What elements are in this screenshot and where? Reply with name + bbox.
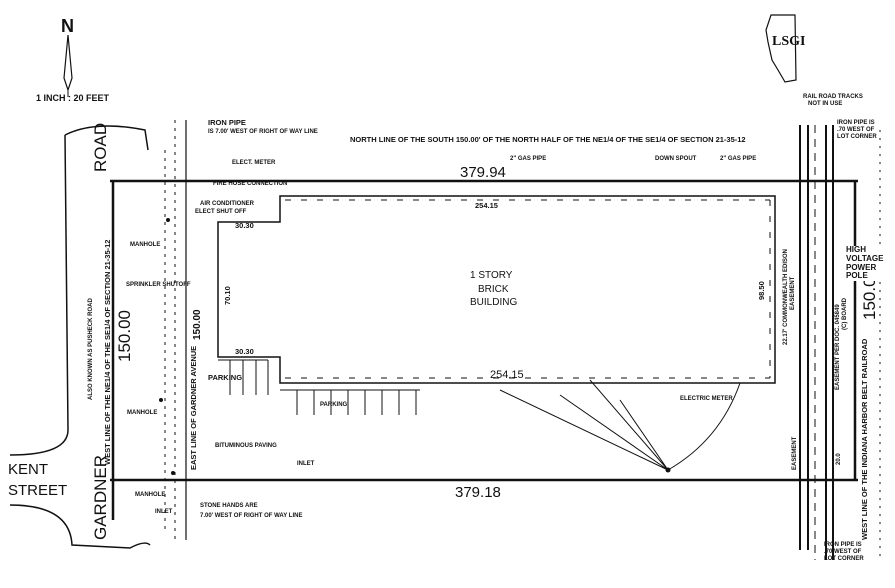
building-north-dimension: 254.15 — [475, 201, 498, 210]
iron-pipe-note: IRON PIPE — [208, 118, 246, 127]
stone-note: 7.00' WEST OF RIGHT OF WAY LINE — [200, 513, 302, 519]
railroad-note: RAIL ROAD TRACKS — [803, 94, 863, 100]
road-label: ROAD — [91, 123, 110, 172]
lsgi-logo: LSGI — [765, 14, 805, 83]
easement-note: 20.0 — [836, 453, 842, 465]
electric-lines — [667, 382, 741, 471]
property-boundary — [110, 179, 858, 520]
building-label: BRICK — [478, 284, 509, 295]
elect-meter-note: ELECT. METER — [232, 160, 276, 166]
building-east-dimension: 98.50 — [757, 281, 766, 300]
fire-hose-note: FIRE HOSE CONNECTION — [213, 181, 287, 187]
scale-label: 1 INCH : 20 FEET — [36, 93, 110, 103]
easement-note: EASEMENT — [792, 436, 798, 470]
building-south-dimension: 254.15 — [490, 369, 524, 381]
gas-pipe-note: 2" GAS PIPE — [510, 156, 546, 162]
easement-note: EASEMENT PER DOC. 045849 — [835, 304, 841, 390]
iron-pipe-note: LOT CORNER — [837, 134, 877, 140]
iron-pipe-note: IRON PIPE IS — [837, 120, 875, 126]
parking-label: PARKING — [208, 373, 242, 382]
west-dimension: 150.00 — [115, 310, 134, 362]
iron-pipe-note: .70 WEST OF — [824, 549, 862, 555]
parking-stalls — [218, 359, 420, 415]
manhole-point — [171, 471, 175, 475]
sprinkler-note: SPRINKLER SHUTOFF — [126, 282, 191, 288]
manhole-note: MANHOLE — [127, 410, 157, 416]
manhole-note: MANHOLE — [130, 242, 160, 248]
iron-pipe-note: LOT CORNER — [824, 556, 864, 562]
railroad-tracks — [799, 125, 881, 560]
manhole-point — [166, 218, 170, 222]
north-line-label: NORTH LINE OF THE SOUTH 150.00' OF THE N… — [350, 135, 746, 144]
easement-note: EASEMENT — [790, 276, 796, 310]
easement-note: 22.17' COMMONWEALTH EDISON — [783, 249, 789, 345]
building-label: BUILDING — [470, 297, 517, 308]
power-pole-note: HIGH VOLTAGE POWER POLE — [846, 245, 893, 282]
north-arrow-icon: N — [61, 16, 74, 97]
electric-meter-note: ELECTRIC METER — [680, 396, 733, 402]
air-conditioner-note: AIR CONDITIONER — [200, 201, 255, 207]
building-dimension: 70.10 — [223, 286, 232, 305]
railroad-line-label: WEST LINE OF THE INDIANA HARBOR BELT RAI… — [860, 338, 869, 540]
west-line-label: WEST LINE OF THE NE1/4 OF THE SE1/4 OF S… — [103, 240, 112, 465]
east-gardner-label: EAST LINE OF GARDNER AVENUE — [189, 346, 198, 470]
aka-label: ALSO KNOWN AS PUSHECK ROAD — [88, 298, 94, 400]
kent-street-edge — [9, 134, 69, 456]
iron-pipe-note: IRON PIPE IS — [824, 542, 862, 548]
meter-point — [665, 467, 671, 473]
kent-street-label: STREET — [8, 482, 67, 499]
south-dimension: 379.18 — [455, 484, 501, 501]
road-edge — [64, 125, 149, 151]
building-dimension: 30.30 — [235, 221, 254, 230]
down-spout-note: DOWN SPOUT — [655, 156, 697, 162]
gas-pipe-note: 2" GAS PIPE — [720, 156, 756, 162]
building-dimension: 150.00 — [192, 309, 203, 340]
inlet-note: INLET — [297, 461, 315, 467]
manhole-point — [159, 398, 163, 402]
easement-note: (C) BOARD — [842, 297, 848, 330]
stone-note: STONE HANDS ARE — [200, 503, 258, 509]
kent-street-edge — [9, 504, 151, 549]
iron-pipe-note: .70 WEST OF — [837, 127, 875, 133]
railroad-note: NOT IN USE — [808, 101, 842, 107]
north-dimension: 379.94 — [460, 164, 506, 181]
svg-text:LSGI: LSGI — [772, 34, 805, 49]
kent-street-label: KENT — [8, 461, 48, 478]
manhole-note: MANHOLE — [135, 492, 165, 498]
electric-lines — [499, 379, 669, 471]
paving-label: BITUMINOUS PAVING — [215, 443, 277, 449]
parking-label: PARKING — [320, 402, 348, 408]
north-label: N — [61, 16, 74, 36]
gardner-label: GARDNER — [91, 455, 110, 540]
iron-pipe-note: IS 7.00' WEST OF RIGHT OF WAY LINE — [208, 129, 318, 135]
inlet-note: INLET — [155, 509, 173, 515]
building-dimension: 30.30 — [235, 347, 254, 356]
elect-shutoff-note: ELECT SHUT OFF — [195, 209, 247, 215]
building-label: 1 STORY — [470, 270, 513, 281]
building-outline — [217, 195, 776, 384]
